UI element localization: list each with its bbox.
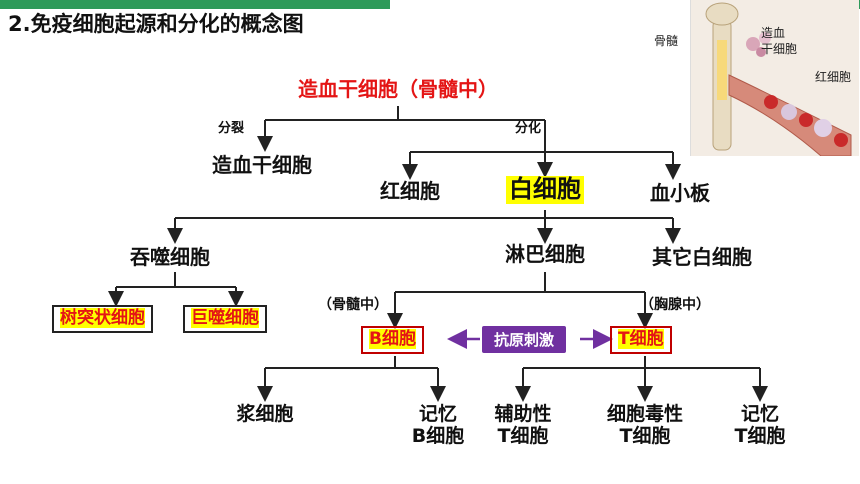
plasma-cell-node: 浆细胞 (236, 403, 294, 425)
cytotoxic-t-line1: 细胞毒性 (606, 403, 684, 425)
edge-label-split: 分裂 (218, 121, 245, 136)
bone-vessel-drawing (705, 2, 852, 157)
t-cell-box: T细胞 (610, 326, 672, 354)
dendritic-cell-box: 树突状细胞 (52, 305, 153, 333)
thymus-note: （胸腺中） (640, 297, 710, 313)
macrophage-label: 巨噬细胞 (191, 308, 259, 328)
cytotoxic-t-cell-node: 细胞毒性 T细胞 (606, 403, 684, 448)
helper-t-line1: 辅助性 (494, 403, 552, 425)
helper-t-cell-node: 辅助性 T细胞 (494, 403, 552, 448)
macrophage-box: 巨噬细胞 (183, 305, 267, 333)
bone-illustration: 骨髓 造血 干细胞 红细胞 (654, 0, 859, 157)
hsc-child-node: 造血干细胞 (212, 153, 312, 177)
other-wbc-node: 其它白细胞 (652, 245, 752, 269)
memory-t-line2: T细胞 (734, 424, 786, 447)
illustration-label-rbc: 红细胞 (815, 70, 852, 84)
antigen-stimulus-label: 抗原刺激 (482, 326, 567, 353)
bone-marrow-note: （骨髓中） (318, 297, 388, 313)
memory-t-cell-node: 记忆 T细胞 (734, 403, 786, 448)
phagocyte-node: 吞噬细胞 (130, 245, 210, 269)
page-title: 2.免疫细胞起源和分化的概念图 (8, 12, 304, 36)
cytotoxic-t-line2: T细胞 (619, 424, 671, 447)
illustration-label-hsc-line2: 干细胞 (761, 41, 798, 56)
edge-label-differentiate: 分化 (515, 121, 542, 136)
wbc-node: 白细胞 (506, 175, 584, 204)
t-cell-label: T细胞 (618, 329, 664, 349)
platelet-node: 血小板 (650, 181, 710, 205)
memory-b-cell-node: 记忆 B细胞 (411, 403, 465, 448)
memory-b-line2: B细胞 (411, 424, 465, 447)
memory-b-line1: 记忆 (418, 403, 458, 425)
lymphocyte-node: 淋巴细胞 (505, 242, 585, 266)
helper-t-line2: T细胞 (497, 424, 549, 447)
illustration-label-marrow: 骨髓 (654, 34, 679, 48)
illustration-label-hsc-line1: 造血 (761, 26, 786, 40)
rbc-node: 红细胞 (380, 179, 440, 203)
illustration-label-hsc: 造血 干细胞 (761, 26, 797, 57)
memory-t-line1: 记忆 (740, 403, 779, 425)
b-cell-box: B细胞 (361, 326, 424, 354)
top-bar-gap (390, 0, 690, 9)
b-cell-label: B细胞 (369, 329, 416, 349)
dendritic-cell-label: 树突状细胞 (60, 308, 145, 328)
root-hsc-node: 造血干细胞（骨髓中） (298, 77, 498, 101)
